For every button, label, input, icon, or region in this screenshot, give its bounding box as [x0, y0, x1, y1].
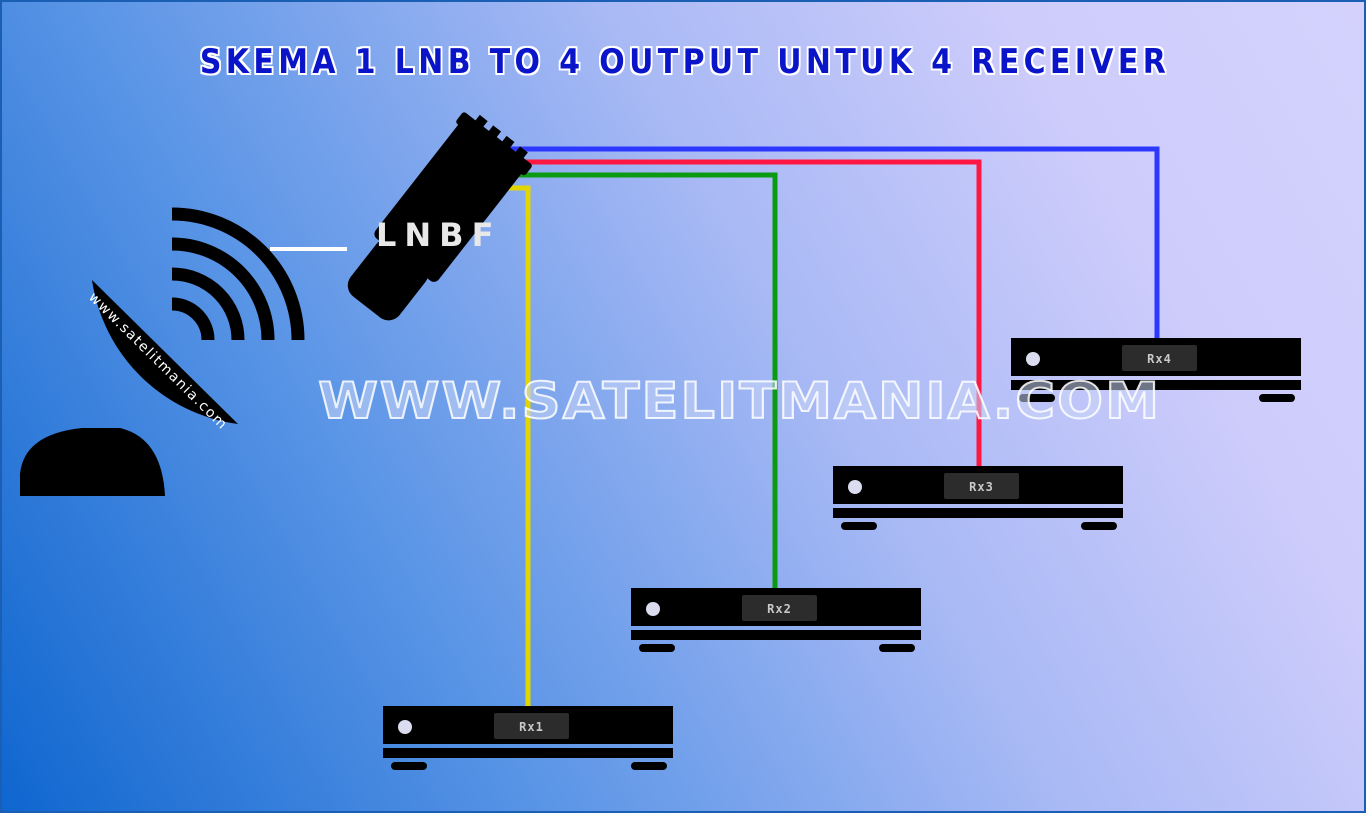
- receiver-label: Rx1: [519, 720, 544, 734]
- receiver-label: Rx2: [767, 602, 792, 616]
- cable-rx3: [480, 159, 982, 470]
- receiver-rx3: Rx3: [833, 466, 1123, 530]
- satellite-dish-icon: www.satelitmania.com: [20, 280, 238, 496]
- receiver-label: Rx3: [969, 480, 994, 494]
- cable-rx4: [472, 146, 1160, 342]
- receiver-rx4: Rx4: [1011, 338, 1301, 402]
- watermark-text: WWW.SATELITMANIA.COM: [317, 371, 1162, 431]
- signal-waves-icon: [171, 207, 305, 341]
- receiver-rx1: Rx1: [383, 706, 673, 770]
- receiver-rx2: Rx2: [631, 588, 921, 652]
- dish-url-label: www.satelitmania.com: [85, 289, 231, 433]
- receiver-label: Rx4: [1147, 352, 1172, 366]
- cable-rx1: [507, 185, 531, 710]
- lnbf-icon: LNBF: [347, 112, 532, 321]
- lnbf-label: LNBF: [376, 216, 501, 254]
- diagram-title: SKEMA 1 LNB TO 4 OUTPUT UNTUK 4 RECEIVER: [199, 42, 1171, 82]
- cable-rx2: [492, 172, 778, 592]
